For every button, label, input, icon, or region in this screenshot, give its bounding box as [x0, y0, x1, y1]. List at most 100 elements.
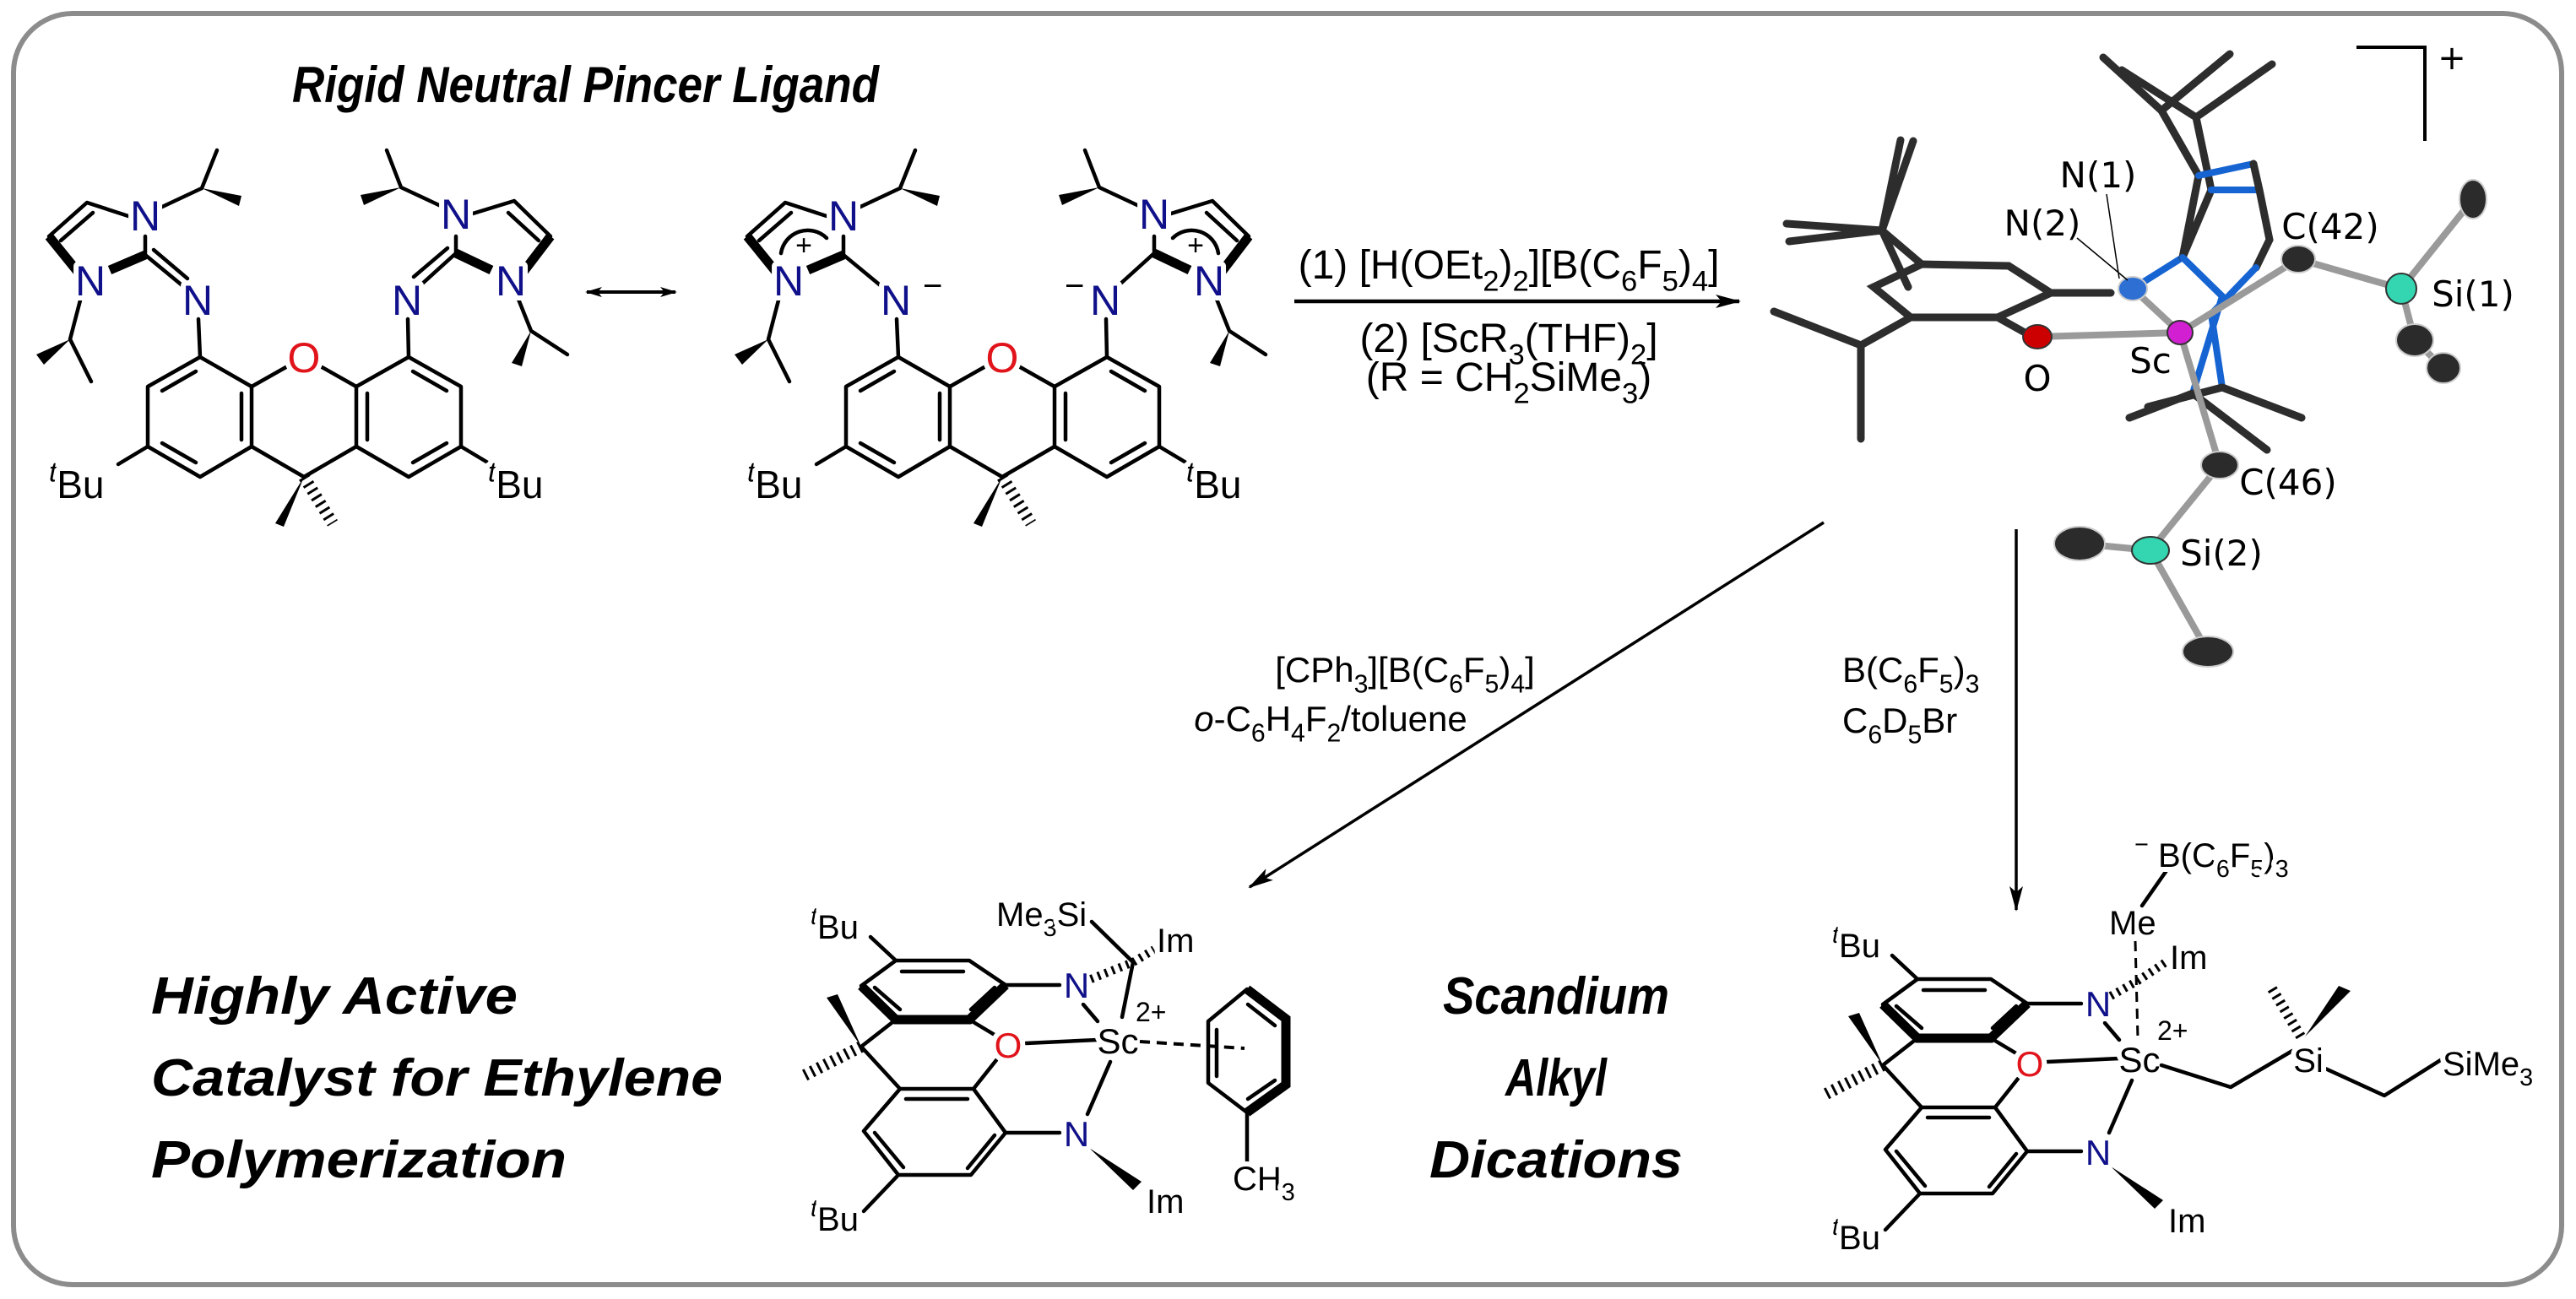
product-toluene-complex: N N O tBu tBu Me3Si Im Im Sc 2+ CH3 — [800, 891, 1300, 1243]
wedge-bond — [2305, 986, 2351, 1036]
crystal-structure: N(1) N(2) O Sc C(42) Si(1) C(46) Si(2) + — [1770, 39, 2514, 668]
atom-label-O: O — [288, 334, 321, 382]
caption-dications: Scandium Alkyl Dications — [1429, 967, 1683, 1189]
formula-segment: (2) [ScR — [1359, 317, 1508, 361]
formula-segment: SiMe — [2443, 1046, 2519, 1083]
xanthene-bonds — [116, 317, 493, 527]
atom-C46 — [2200, 451, 2239, 479]
formula-segment: C — [1842, 701, 1868, 740]
tBu-label: tBu — [488, 457, 543, 506]
formula-segment: F — [1917, 650, 1939, 690]
formula-segment: ) — [1678, 243, 1692, 288]
formula-segment: 3 — [1508, 338, 1524, 371]
tBu-label: tBu — [1186, 457, 1241, 506]
formula-segment: 2 — [1327, 720, 1342, 748]
caption-line: Alkyl — [1504, 1049, 1608, 1107]
caption-line: Dications — [1429, 1131, 1683, 1189]
alkyl-chain-bonds — [2159, 1048, 2451, 1098]
Sc-label: Sc — [2118, 1040, 2160, 1080]
charge-bracket — [2356, 46, 2427, 141]
formula-segment: 5 — [2250, 856, 2264, 883]
atom-label-N: N — [130, 192, 160, 240]
imidazolium-right-bonds — [1059, 148, 1268, 366]
Im-label: Im — [2170, 939, 2207, 977]
atom-C-methyl — [2182, 636, 2234, 668]
formula-segment: ][B(C — [1529, 243, 1621, 288]
formula-segment: Bu — [817, 1201, 859, 1238]
product-borate-complex: N N O tBu tBu Sc 2+ − B(C6F5)3 Me Im Im … — [1821, 826, 2538, 1262]
atom-C-methyl — [2426, 352, 2461, 384]
xanthene-core — [800, 934, 1142, 1214]
formula-segment: F — [1305, 699, 1327, 739]
positive-charge: + — [1187, 230, 1204, 262]
atom-O — [2022, 324, 2053, 349]
formula-segment: 3 — [1966, 671, 1980, 699]
crystal-label-O: O — [2023, 358, 2051, 399]
crystal-label-Si1: Si(1) — [2432, 273, 2514, 315]
formula-segment: F — [1463, 650, 1485, 690]
formula-segment: ][B(C — [1368, 650, 1449, 690]
formula-segment: 4 — [1692, 265, 1708, 297]
tBu-label: tBu — [49, 457, 104, 506]
caption-line: Catalyst for Ethylene — [151, 1049, 723, 1107]
atom-label-N: N — [881, 277, 911, 324]
formula-segment: F — [2230, 837, 2250, 874]
reaction-arrow-trityl — [1248, 521, 1825, 889]
dication-charge: 2+ — [1136, 997, 1166, 1027]
Me-label: Me — [2109, 905, 2156, 942]
formula-segment: Bu — [57, 463, 104, 506]
formula-segment: ) — [2264, 837, 2275, 874]
Im-label: Im — [2168, 1203, 2205, 1240]
methyl-bridge-bond — [2134, 940, 2139, 1039]
formula-segment: (THF) — [1525, 317, 1630, 361]
title: Rigid Neutral Pincer Ligand — [292, 57, 880, 113]
crystal-label-N2: N(2) — [2004, 203, 2081, 244]
formula-segment: 6 — [1868, 722, 1882, 750]
SiMe3-label: SiMe3 — [2443, 1046, 2533, 1091]
formula-segment: 6 — [1903, 671, 1917, 699]
atom-label-N: N — [773, 257, 804, 305]
arene-coordination-bond — [1139, 1040, 1245, 1050]
formula-segment: CH — [1233, 1161, 1282, 1198]
Me3Si-label: Me3Si — [996, 896, 1087, 942]
reagent-1: (1) [H(OEt2)2][B(C6F5)4] — [1299, 243, 1720, 297]
tBu-label: tBu — [747, 457, 802, 506]
formula-segment: 3 — [1044, 915, 1057, 942]
formula-segment: Bu — [817, 909, 859, 946]
solvent-borane: C6D5Br — [1842, 701, 1957, 750]
borate-bond — [2139, 867, 2170, 908]
formula-segment: o — [1194, 699, 1213, 739]
atom-label-N: N — [1194, 257, 1224, 305]
atom-C-methyl — [2053, 526, 2106, 561]
formula-segment: B(C — [2149, 837, 2216, 874]
atom-label-N: N — [75, 257, 106, 305]
formula-segment: Bu — [1839, 1220, 1880, 1257]
caption-line: Scandium — [1443, 967, 1669, 1026]
atom-label-N: N — [496, 257, 526, 305]
formula-segment: -C — [1214, 699, 1251, 739]
formula-segment: ] — [1646, 317, 1657, 361]
Im-label: Im — [1157, 923, 1194, 960]
formula-segment: ) — [1499, 650, 1510, 690]
formula-segment: 4 — [1510, 671, 1525, 699]
label-leader-lines — [2076, 193, 2129, 281]
dication-charge: 2+ — [2157, 1015, 2188, 1046]
Im-label: Im — [1147, 1183, 1184, 1221]
atom-label-O: O — [986, 334, 1019, 382]
formula-segment: 3 — [1354, 671, 1369, 699]
caption-line: Highly Active — [151, 967, 518, 1026]
formula-segment: ] — [1708, 243, 1719, 288]
atom-label-N: N — [2085, 984, 2111, 1024]
formula-segment: B(C — [1842, 650, 1903, 690]
atom-label-N: N — [828, 192, 859, 240]
imidazole-left-bonds — [36, 148, 241, 384]
crystal-atoms — [2022, 179, 2487, 668]
toluene-ring — [1206, 985, 1291, 1166]
formula-segment: SiMe — [1530, 355, 1622, 400]
formula-segment: Bu — [496, 463, 543, 506]
hashed-bond — [2108, 958, 2168, 1000]
formula-segment: 2 — [1513, 377, 1529, 409]
formula-segment: Bu — [1839, 928, 1880, 965]
cation-charge: + — [2438, 39, 2466, 78]
atom-C-methyl — [2459, 179, 2487, 219]
